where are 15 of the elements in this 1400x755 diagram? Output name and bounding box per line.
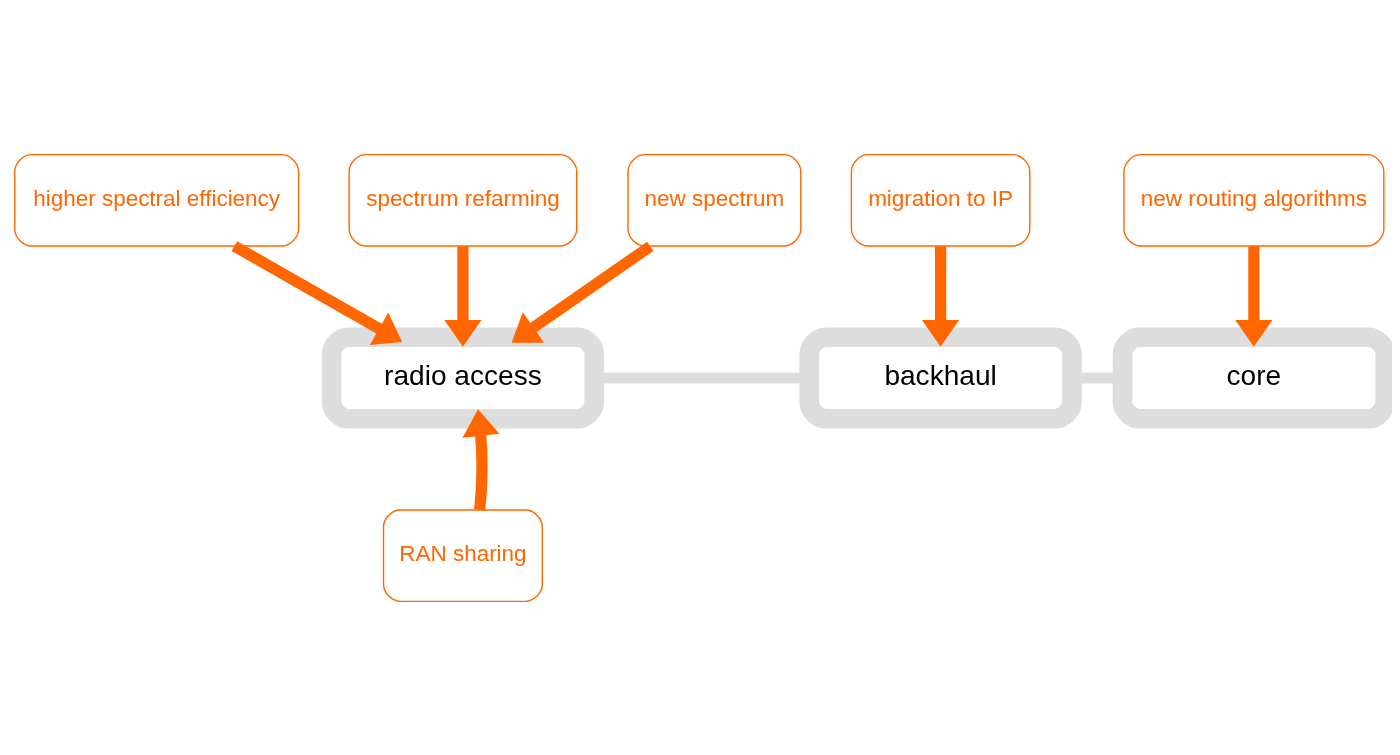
- arrow: [921, 245, 960, 347]
- node-box: new spectrum: [627, 153, 802, 247]
- node-box: radio access: [321, 326, 605, 429]
- arrow: [231, 240, 403, 345]
- arrow: [1235, 245, 1273, 347]
- node-box: core: [1112, 326, 1392, 429]
- node-box: backhaul: [799, 326, 1082, 429]
- node-box: new routing algorithms: [1123, 153, 1385, 247]
- arrow: [444, 245, 482, 347]
- node-box: RAN sharing: [382, 508, 543, 602]
- node-box: migration to IP: [850, 153, 1031, 247]
- arrow: [511, 241, 654, 343]
- node-box: spectrum refarming: [348, 153, 578, 247]
- arrow: [462, 408, 500, 510]
- node-box: higher spectral efficiency: [14, 153, 300, 247]
